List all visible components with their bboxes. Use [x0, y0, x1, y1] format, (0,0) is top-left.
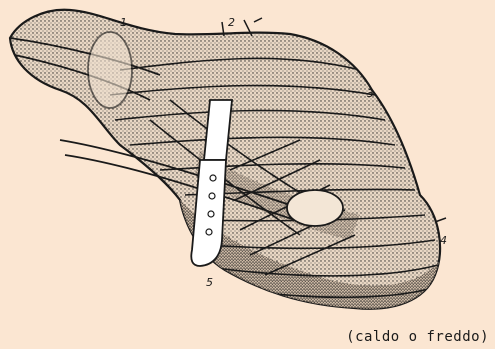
label-1: 1: [120, 16, 127, 29]
label-3: 3: [367, 87, 374, 100]
label-5: 5: [206, 276, 213, 289]
label-4: 4: [440, 234, 447, 247]
label-2: 2: [228, 16, 235, 29]
serving-caption: (caldo o freddo): [346, 329, 489, 345]
